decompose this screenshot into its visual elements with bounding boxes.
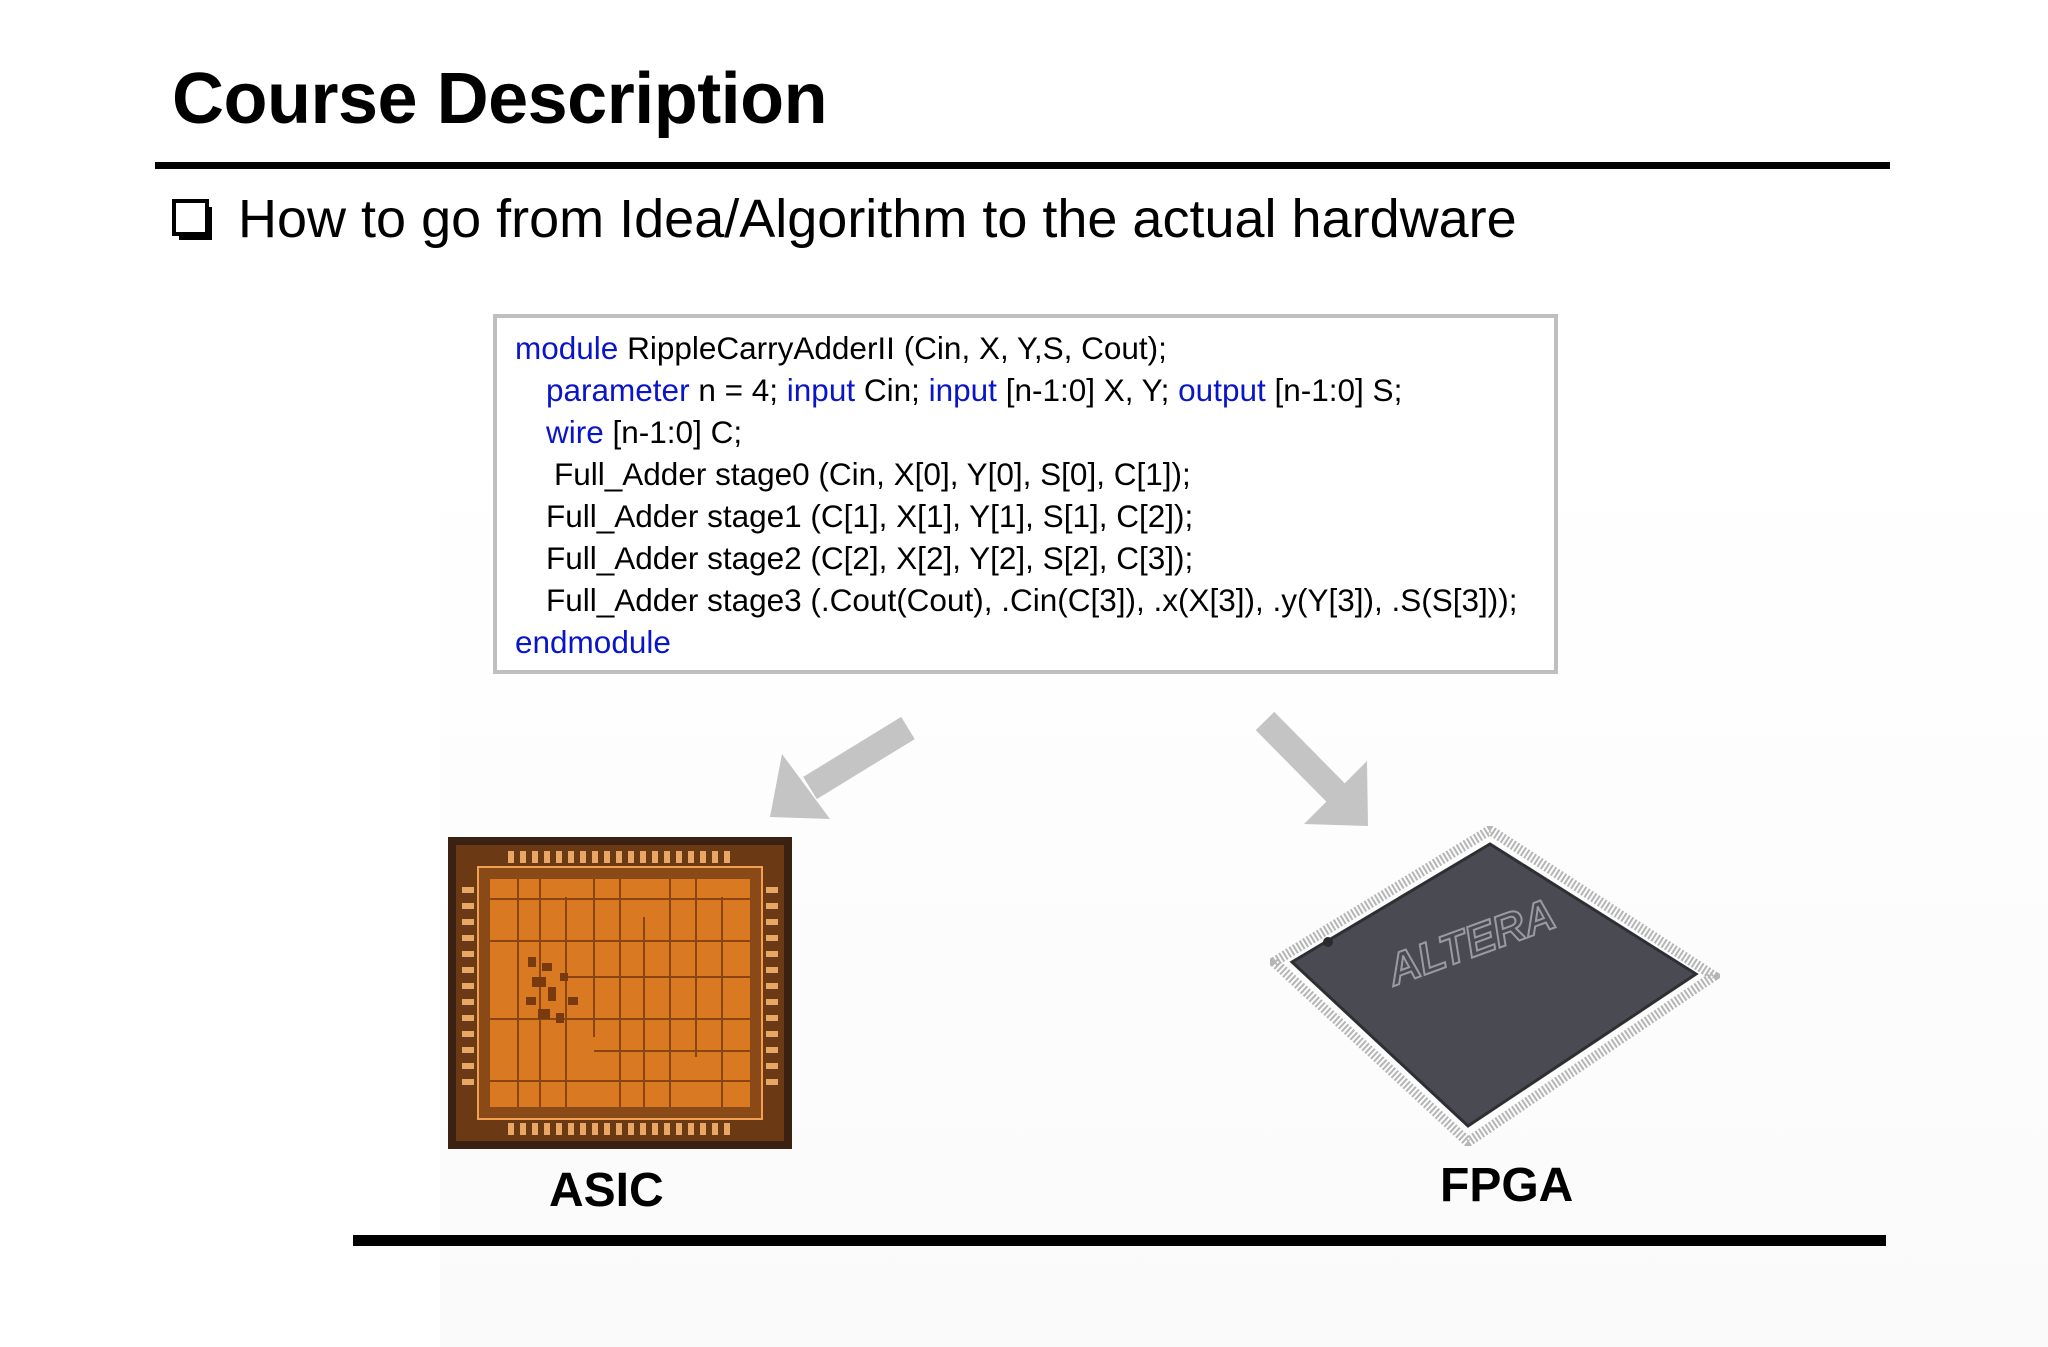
code-keyword: output bbox=[1178, 372, 1266, 408]
code-text: [n-1:0] S; bbox=[1265, 372, 1403, 408]
title-divider bbox=[155, 162, 1890, 169]
code-line: Full_Adder stage3 (.Cout(Cout), .Cin(C[3… bbox=[546, 582, 1518, 619]
bullet-point: How to go from Idea/Algorithm to the act… bbox=[170, 188, 1517, 250]
code-text: [n-1:0] C; bbox=[603, 414, 743, 450]
slide-title: Course Description bbox=[172, 59, 828, 139]
fpga-label: FPGA bbox=[1440, 1159, 1574, 1212]
code-keyword: wire bbox=[546, 414, 604, 450]
arrow-to-asic-icon bbox=[770, 716, 915, 819]
code-keyword: parameter bbox=[546, 372, 690, 408]
code-line: endmodule bbox=[515, 624, 671, 661]
code-line: parameter n = 4; input Cin; input [n-1:0… bbox=[546, 372, 1402, 409]
code-text: Full_Adder stage0 (Cin, X[0], Y[0], S[0]… bbox=[554, 456, 1191, 492]
code-keyword: module bbox=[515, 330, 619, 366]
code-text: Full_Adder stage1 (C[1], X[1], Y[1], S[1… bbox=[546, 498, 1194, 534]
code-keyword: input bbox=[928, 372, 997, 408]
code-line: Full_Adder stage0 (Cin, X[0], Y[0], S[0]… bbox=[554, 456, 1191, 493]
code-line: module RippleCarryAdderII (Cin, X, Y,S, … bbox=[515, 330, 1167, 367]
verilog-code-box: module RippleCarryAdderII (Cin, X, Y,S, … bbox=[493, 314, 1558, 674]
asic-die-image bbox=[448, 837, 792, 1149]
code-line: Full_Adder stage1 (C[1], X[1], Y[1], S[1… bbox=[546, 498, 1193, 535]
code-text: Full_Adder stage3 (.Cout(Cout), .Cin(C[3… bbox=[546, 582, 1518, 618]
bottom-divider bbox=[353, 1235, 1886, 1246]
code-text: n = 4; bbox=[689, 372, 787, 408]
code-keyword: input bbox=[786, 372, 856, 408]
bullet-text: How to go from Idea/Algorithm to the act… bbox=[238, 189, 1517, 249]
asic-label: ASIC bbox=[549, 1164, 664, 1217]
code-text: [n-1:0] X, Y; bbox=[996, 372, 1179, 408]
checkbox-bullet-icon bbox=[172, 199, 212, 240]
arrow-to-fpga-icon bbox=[1255, 711, 1368, 826]
code-text: RippleCarryAdderII (Cin, X, Y,S, Cout); bbox=[618, 330, 1167, 366]
code-text: Cin; bbox=[855, 372, 929, 408]
code-line: Full_Adder stage2 (C[2], X[2], Y[2], S[2… bbox=[546, 540, 1193, 577]
code-line: wire [n-1:0] C; bbox=[546, 414, 742, 451]
fpga-chip-image: ALTERA bbox=[1270, 826, 1720, 1146]
code-keyword: endmodule bbox=[515, 624, 671, 660]
code-text: Full_Adder stage2 (C[2], X[2], Y[2], S[2… bbox=[546, 540, 1194, 576]
